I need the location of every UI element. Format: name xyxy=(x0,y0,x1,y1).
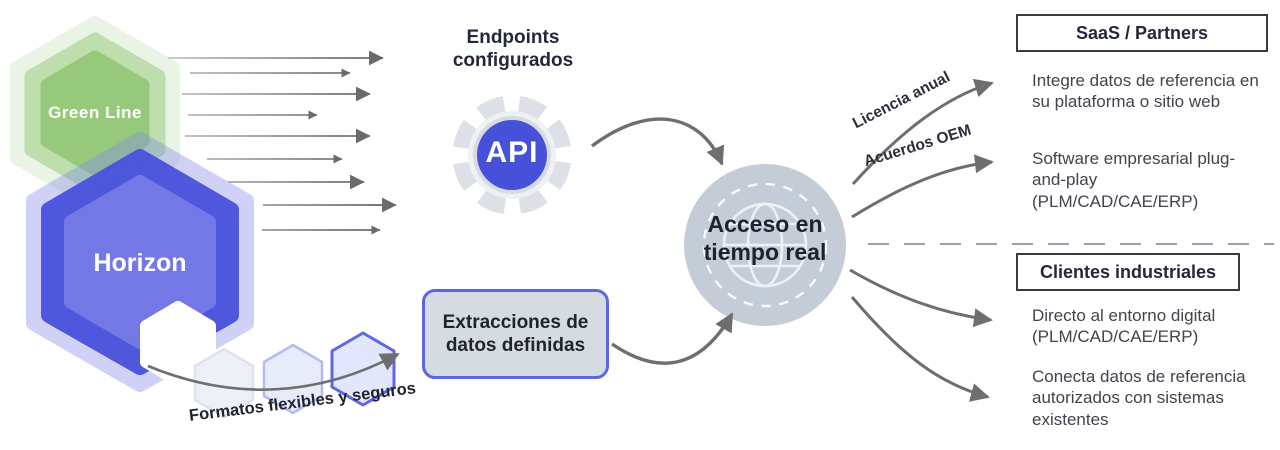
hub-label: Acceso en tiempo real xyxy=(703,211,827,265)
license-arrow xyxy=(851,78,994,186)
digital-arrow xyxy=(849,268,993,328)
formats-arrow xyxy=(147,352,400,391)
extractions-label: Extracciones de datos definidas xyxy=(442,311,589,356)
connect-arrow xyxy=(850,296,990,402)
endpoints-heading: Endpoints configurados xyxy=(452,27,574,71)
industrial-clients-title-box: Clientes industriales xyxy=(1016,253,1240,291)
feed-arrows xyxy=(168,50,397,235)
industrial-clients-title: Clientes industriales xyxy=(1039,261,1217,282)
saas-partners-title: SaaS / Partners xyxy=(1075,22,1209,43)
api-badge: API xyxy=(485,136,539,169)
saas-item: Integre datos de referencia en su plataf… xyxy=(1032,71,1259,112)
horizon-label: Horizon xyxy=(93,249,187,277)
industrial-item: Conecta datos de referencia autorizados … xyxy=(1032,367,1246,429)
extractions-box: Extracciones de datos definidas xyxy=(422,289,609,379)
globe-icon xyxy=(684,164,846,326)
api-to-hub-arrow xyxy=(590,117,725,166)
extractions-to-hub-arrow xyxy=(611,312,734,365)
horizon-hexagon-icon xyxy=(26,132,254,392)
green-line-label: Green Line xyxy=(48,103,142,122)
saas-partners-title-box: SaaS / Partners xyxy=(1016,14,1268,52)
saas-item: Software empresarial plug-and-play (PLM/… xyxy=(1032,149,1236,211)
oem-arrow xyxy=(851,154,994,219)
industrial-item: Directo al entorno digital (PLM/CAD/CAE/… xyxy=(1032,306,1216,347)
api-gear-icon xyxy=(452,95,572,215)
connector-hexagon-icon xyxy=(140,301,216,387)
